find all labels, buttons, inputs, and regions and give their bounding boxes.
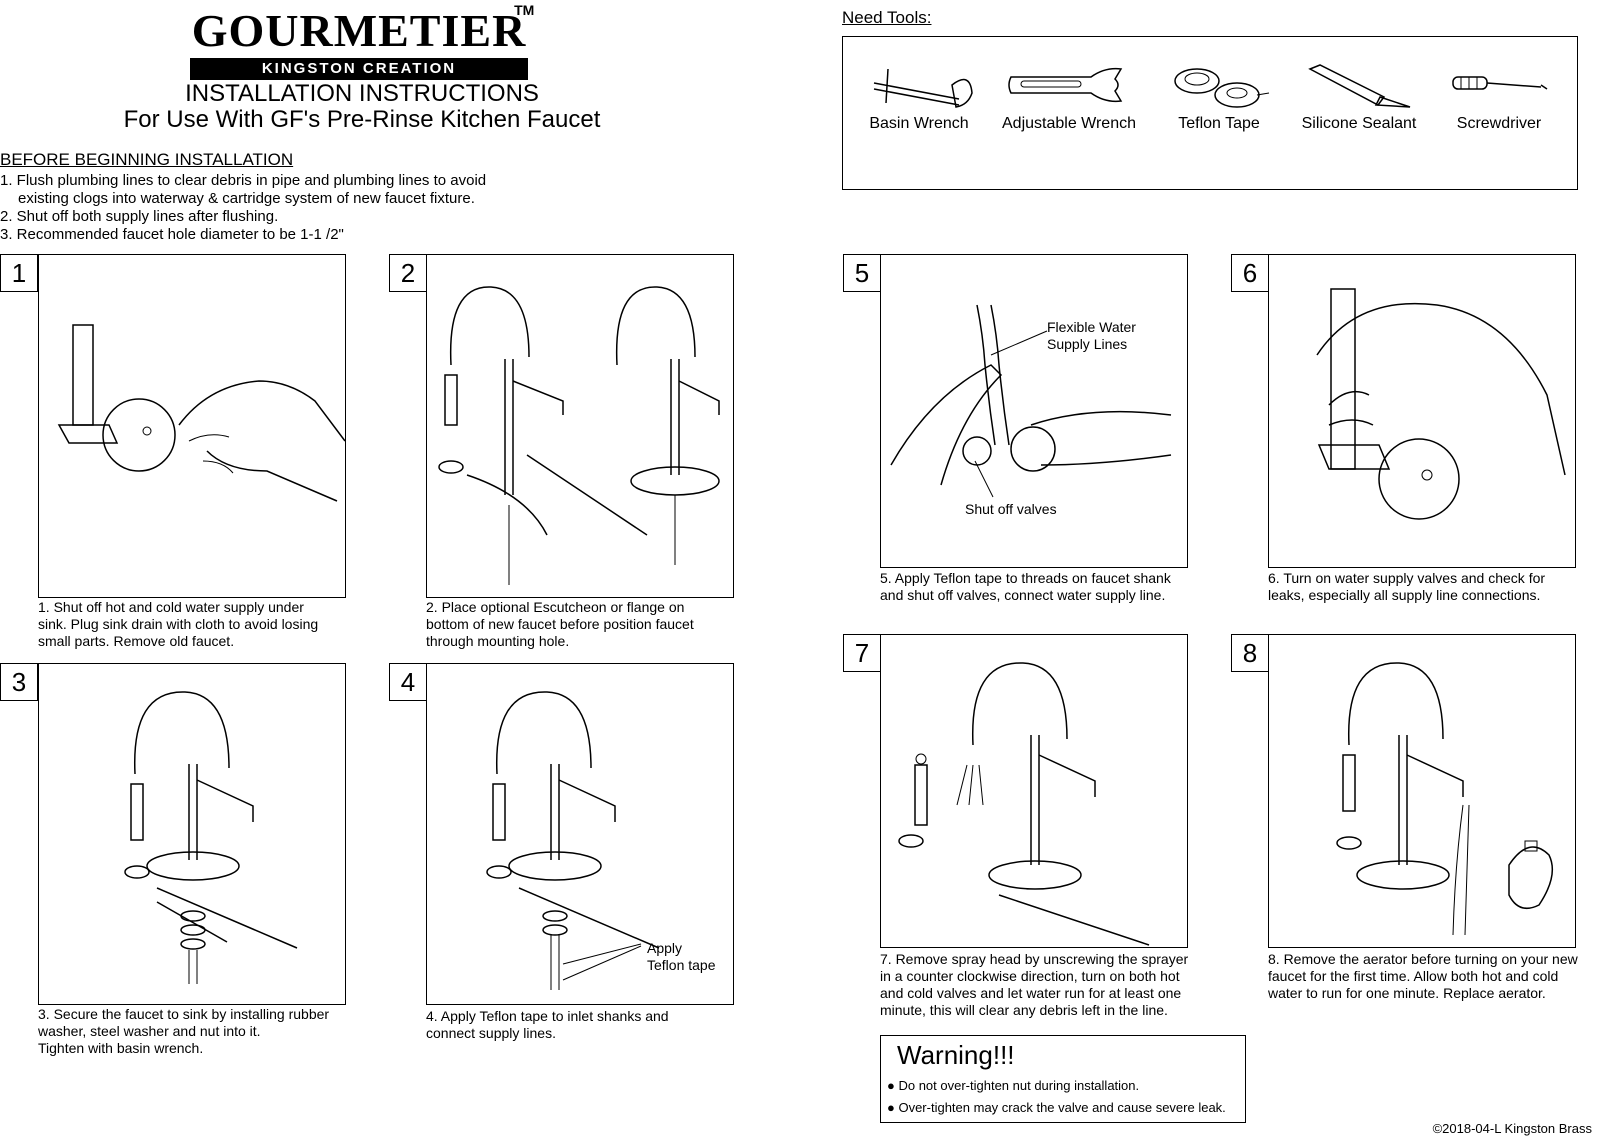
faucet-washer-nut-illustration bbox=[39, 664, 345, 1004]
hand-check-leak-illustration bbox=[1269, 255, 1575, 567]
before-item: 3. Recommended faucet hole diameter to b… bbox=[0, 226, 486, 244]
step-5-caption: 5. Apply Teflon tape to threads on fauce… bbox=[880, 570, 1171, 604]
shut-off-valves-callout: Shut off valves bbox=[965, 501, 1057, 518]
step-8-caption: 8. Remove the aerator before turning on … bbox=[1268, 951, 1578, 1002]
step-7-panel bbox=[880, 634, 1188, 948]
step-8-number: 8 bbox=[1231, 634, 1269, 672]
step-5-number: 5 bbox=[843, 254, 881, 292]
teflon-tape-icon bbox=[1169, 65, 1269, 109]
step-3-number: 3 bbox=[0, 663, 38, 701]
step-7-caption: 7. Remove spray head by unscrewing the s… bbox=[880, 951, 1188, 1019]
before-item: 1. Flush plumbing lines to clear debris … bbox=[0, 172, 486, 190]
warning-item-text: Do not over-tighten nut during installat… bbox=[898, 1078, 1139, 1093]
tool-silicone-sealant: Silicone Sealant bbox=[1289, 37, 1429, 133]
step-7-number: 7 bbox=[843, 634, 881, 672]
warning-box: Warning!!! ● Do not over-tighten nut dur… bbox=[880, 1035, 1246, 1123]
screwdriver-icon bbox=[1449, 65, 1549, 109]
tool-label: Basin Wrench bbox=[849, 115, 989, 133]
step-8-panel bbox=[1268, 634, 1576, 948]
tool-adjustable-wrench: Adjustable Wrench bbox=[999, 37, 1139, 133]
step-6-number: 6 bbox=[1231, 254, 1269, 292]
step-1-panel bbox=[38, 254, 346, 598]
warning-title: Warning!!! bbox=[897, 1040, 1015, 1071]
supply-lines-valves-illustration bbox=[881, 255, 1187, 567]
tool-label: Screwdriver bbox=[1429, 115, 1569, 133]
brand-name: GOURMETIER bbox=[192, 8, 527, 54]
tools-heading: Need Tools: bbox=[842, 8, 931, 28]
hand-valve-illustration bbox=[39, 255, 345, 597]
tool-basin-wrench: Basin Wrench bbox=[849, 37, 989, 133]
apply-teflon-callout: Apply Teflon tape bbox=[647, 940, 716, 974]
copyright: ©2018-04-L Kingston Brass bbox=[1433, 1121, 1592, 1136]
document-title: INSTALLATION INSTRUCTIONS bbox=[120, 80, 604, 108]
adjustable-wrench-icon bbox=[1007, 65, 1131, 109]
faucet-escutcheon-illustration bbox=[427, 255, 733, 597]
step-1-number: 1 bbox=[0, 254, 38, 292]
warning-item-text: Over-tighten may crack the valve and cau… bbox=[898, 1100, 1225, 1115]
step-3-panel bbox=[38, 663, 346, 1005]
step-5-panel: Flexible Water Supply Lines Shut off val… bbox=[880, 254, 1188, 568]
warning-item: ● Do not over-tighten nut during install… bbox=[887, 1078, 1139, 1093]
step-6-panel bbox=[1268, 254, 1576, 568]
step-2-number: 2 bbox=[389, 254, 427, 292]
tool-label: Adjustable Wrench bbox=[999, 115, 1139, 133]
step-4-caption: 4. Apply Teflon tape to inlet shanks and… bbox=[426, 1008, 669, 1042]
before-item: existing clogs into waterway & cartridge… bbox=[0, 190, 486, 208]
silicone-sealant-icon bbox=[1304, 65, 1414, 109]
warning-item: ● Over-tighten may crack the valve and c… bbox=[887, 1100, 1226, 1115]
remove-aerator-illustration bbox=[1269, 635, 1575, 947]
tool-label: Silicone Sealant bbox=[1289, 115, 1429, 133]
before-item: 2. Shut off both supply lines after flus… bbox=[0, 208, 486, 226]
tool-label: Teflon Tape bbox=[1149, 115, 1289, 133]
step-4-number: 4 bbox=[389, 663, 427, 701]
brand-subtitle: KINGSTON CREATION bbox=[190, 58, 528, 80]
before-heading: BEFORE BEGINNING INSTALLATION bbox=[0, 150, 293, 170]
step-2-panel bbox=[426, 254, 734, 598]
step-2-caption: 2. Place optional Escutcheon or flange o… bbox=[426, 599, 694, 650]
tool-screwdriver: Screwdriver bbox=[1429, 37, 1569, 133]
step-3-caption: 3. Secure the faucet to sink by installi… bbox=[38, 1006, 329, 1057]
step-1-caption: 1. Shut off hot and cold water supply un… bbox=[38, 599, 318, 650]
basin-wrench-icon bbox=[864, 65, 974, 109]
trademark-mark: TM bbox=[514, 2, 534, 18]
brand-logo: GOURMETIER TM KINGSTON CREATION bbox=[186, 8, 532, 80]
before-list: 1. Flush plumbing lines to clear debris … bbox=[0, 172, 486, 244]
step-6-caption: 6. Turn on water supply valves and check… bbox=[1268, 570, 1545, 604]
step-4-panel: Apply Teflon tape bbox=[426, 663, 734, 1005]
flexible-lines-callout: Flexible Water Supply Lines bbox=[1047, 319, 1136, 353]
remove-spray-head-illustration bbox=[881, 635, 1187, 947]
tools-box: Basin Wrench Adjustable Wrench Teflon Ta… bbox=[842, 36, 1578, 190]
document-subtitle: For Use With GF's Pre-Rinse Kitchen Fauc… bbox=[120, 106, 604, 134]
tool-teflon-tape: Teflon Tape bbox=[1149, 37, 1289, 133]
